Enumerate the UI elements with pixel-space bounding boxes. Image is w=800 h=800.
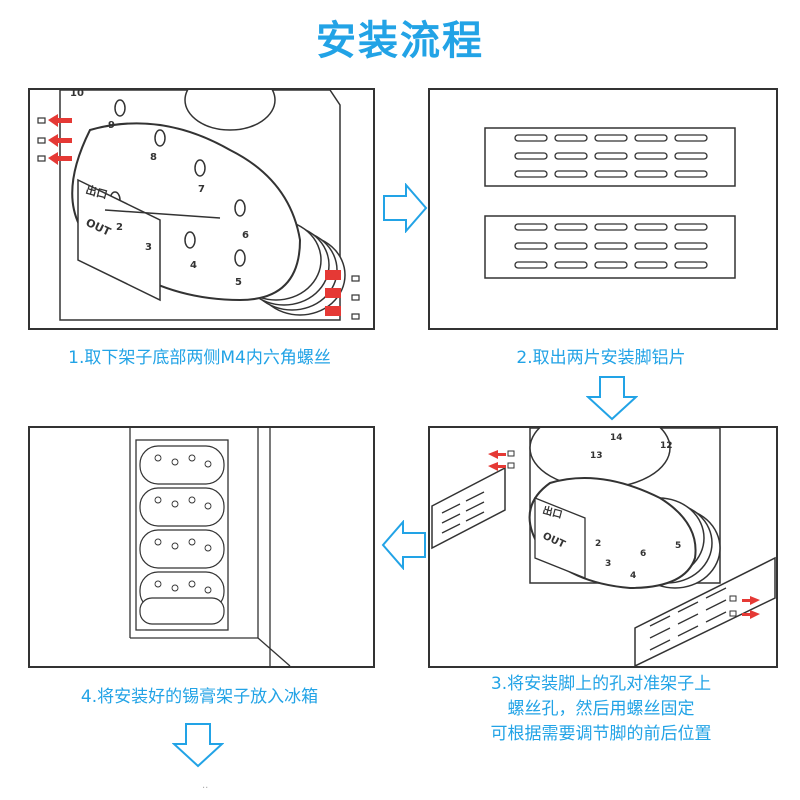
step2-illustration	[428, 88, 778, 330]
arrow-down-icon	[586, 376, 638, 421]
slot-number: 10	[70, 90, 84, 99]
slot-number: 5	[235, 277, 242, 288]
step1-caption: 1.取下架子底部两侧M4内六角螺丝	[68, 348, 331, 368]
step2-caption: 2.取出两片安装脚铝片	[516, 348, 686, 368]
slot-number: 9	[108, 120, 115, 131]
slot-number: 4	[630, 571, 636, 581]
red-arrow-icon	[488, 462, 506, 471]
step4-caption: 4.将安装好的锡膏架子放入冰箱	[80, 687, 319, 707]
slot-number: 12	[660, 441, 673, 451]
slot-number: 6	[640, 549, 646, 559]
page-title: 安装流程	[316, 18, 484, 64]
red-arrow-icon	[742, 610, 760, 619]
step1-illustration: 9 8 7 6 5 4 3 2 10 出口 OUT	[28, 88, 375, 330]
red-arrow-icon	[742, 596, 760, 605]
slot-number: 3	[605, 559, 611, 569]
red-arrow-icon	[48, 152, 72, 165]
slot-number: 4	[190, 260, 197, 271]
slot-number: 13	[590, 451, 603, 461]
footer-mark: ··	[202, 783, 209, 794]
slot-number: 5	[675, 541, 681, 551]
step3-caption-line: 可根据需要调节脚的前后位置	[490, 724, 712, 744]
step3-caption-line: 螺丝孔，然后用螺丝固定	[507, 699, 695, 719]
slot-number: 6	[242, 230, 249, 241]
slot-number: 2	[595, 539, 601, 549]
slot-number: 2	[116, 222, 123, 233]
red-arrow-icon	[48, 114, 72, 127]
step3-caption: 3.将安装脚上的孔对准架子上 螺丝孔，然后用螺丝固定 可根据需要调节脚的前后位置	[428, 672, 774, 747]
slot-number: 3	[145, 242, 152, 253]
step3-illustration: 14 13 12 2 3 4 5 6 出口 OUT	[428, 426, 778, 668]
red-arrow-icon	[48, 134, 72, 147]
step3-caption-line: 3.将安装脚上的孔对准架子上	[490, 674, 712, 694]
slot-number: 14	[610, 433, 623, 443]
exit-label: 出口	[84, 182, 109, 201]
arrow-left-icon	[381, 520, 426, 570]
slot-number: 8	[150, 152, 157, 163]
arrow-right-icon	[383, 183, 428, 233]
step4-illustration	[28, 426, 375, 668]
slot-number: 7	[198, 184, 205, 195]
red-arrow-icon	[488, 450, 506, 459]
arrow-down-icon	[172, 723, 224, 768]
